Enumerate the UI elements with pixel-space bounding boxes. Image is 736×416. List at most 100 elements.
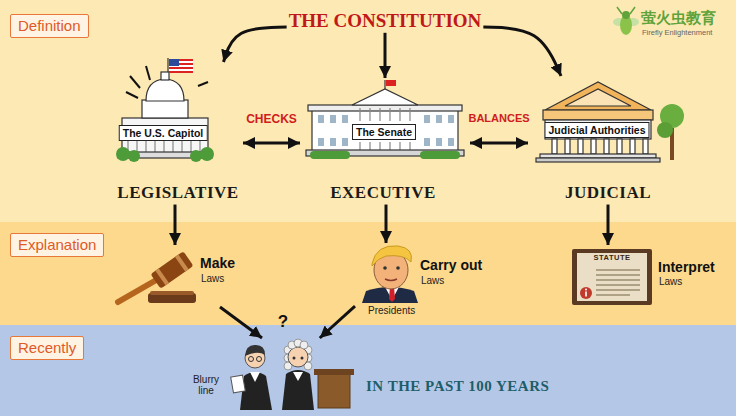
white-house — [424, 115, 430, 123]
capitol-building — [146, 79, 184, 101]
logo-text: 萤火虫教育 — [641, 9, 716, 28]
president-figure — [396, 266, 400, 270]
role-note: Laws — [421, 275, 444, 287]
statute-document — [596, 274, 640, 276]
gavel-icon — [118, 251, 196, 303]
firefly-logo — [613, 7, 639, 35]
courthouse — [565, 89, 631, 106]
courthouse — [604, 139, 609, 154]
connector-arrow — [320, 306, 355, 338]
time-note: IN THE PAST 100 YEARS — [366, 378, 549, 395]
role-icon: Carry outLawsPresidents — [355, 243, 490, 322]
courthouse — [536, 82, 684, 162]
capitol-building — [145, 141, 146, 152]
capitol-building — [167, 58, 168, 72]
section-tag: Recently — [10, 336, 84, 360]
section-tag: Explanation — [18, 236, 96, 253]
section-tag: Recently — [18, 339, 76, 356]
courthouse — [630, 139, 635, 154]
connector-arrow — [483, 27, 561, 76]
president-figure — [385, 279, 397, 281]
role-note: Presidents — [368, 305, 415, 317]
branch-building: The SenateEXECUTIVE — [300, 78, 470, 205]
judges-figures — [293, 357, 296, 360]
white-house — [448, 115, 454, 123]
capitol-building — [163, 141, 164, 152]
capitol-building — [169, 59, 179, 66]
capitol-building — [181, 141, 182, 152]
white-house — [318, 138, 324, 146]
branch-name: LEGISLATIVE — [117, 183, 238, 203]
firefly-logo — [617, 7, 622, 14]
courthouse — [643, 139, 648, 154]
capitol-building — [190, 141, 191, 152]
white-house — [448, 138, 454, 146]
role-note: Laws — [201, 273, 224, 285]
capitol-building — [142, 100, 188, 118]
courthouse — [552, 139, 557, 154]
connector-arrow — [607, 205, 610, 245]
president-figure — [362, 246, 418, 303]
figures-box: Blurry line — [185, 338, 360, 412]
capitol-building — [198, 82, 208, 86]
judges-figures — [314, 369, 354, 375]
judges-figures — [257, 357, 262, 362]
white-house — [342, 138, 348, 146]
capitol-building — [126, 92, 138, 98]
judges-figures — [288, 347, 308, 367]
white-house — [369, 142, 370, 150]
courthouse — [617, 139, 622, 154]
capitol-building — [169, 67, 193, 69]
capitol-building — [169, 59, 193, 73]
connector-arrow — [224, 27, 287, 62]
white-house — [409, 142, 410, 150]
section-tag: Definition — [10, 14, 89, 38]
white-house — [310, 151, 350, 159]
white-house — [359, 142, 360, 150]
building-sign: Judicial Authorities — [544, 122, 649, 138]
judges-figures — [245, 345, 265, 356]
capitol-building — [169, 71, 193, 73]
capitol-building — [172, 141, 173, 152]
capitol-building — [154, 141, 155, 152]
judges-figures — [282, 370, 314, 410]
role-icon: STATUTEInterpretLaws — [568, 245, 723, 307]
building-sign: The Senate — [352, 124, 416, 140]
firefly-logo — [630, 7, 635, 14]
connector-arrow — [384, 33, 387, 78]
branch-building: The U.S. CapitolLEGISLATIVE — [113, 62, 243, 205]
judges-figures — [231, 375, 246, 393]
white-house — [379, 142, 380, 150]
capitol-building — [190, 150, 202, 162]
statute-document — [580, 287, 592, 299]
capitol-building — [130, 76, 140, 88]
document-heading: STATUTE — [594, 254, 631, 263]
capitol-building — [146, 66, 150, 80]
judges-figures — [318, 374, 350, 408]
white-house — [389, 142, 390, 150]
statute-document — [596, 269, 640, 271]
white-house — [399, 142, 400, 150]
logo-subtext: Firefly Enlightenment — [642, 28, 712, 37]
statute-document — [585, 292, 587, 297]
white-house — [330, 115, 336, 123]
white-house — [330, 138, 336, 146]
figure-caption: Blurry line — [187, 374, 225, 396]
capitol-building — [161, 72, 169, 80]
section-tag: Explanation — [10, 233, 104, 257]
title-text: THE CONSTITUTION — [289, 10, 482, 31]
statute-document — [572, 249, 652, 305]
branch-name: EXECUTIVE — [330, 183, 436, 203]
edge-label: BALANCES — [466, 112, 531, 125]
white-house — [384, 80, 385, 89]
white-house — [379, 108, 380, 121]
white-house — [386, 80, 396, 86]
gavel-icon — [150, 251, 193, 289]
connector-arrow — [385, 205, 388, 243]
white-house — [420, 151, 460, 159]
courthouse — [657, 122, 673, 138]
white-house — [399, 108, 400, 121]
role-verb: Carry out — [420, 257, 482, 273]
